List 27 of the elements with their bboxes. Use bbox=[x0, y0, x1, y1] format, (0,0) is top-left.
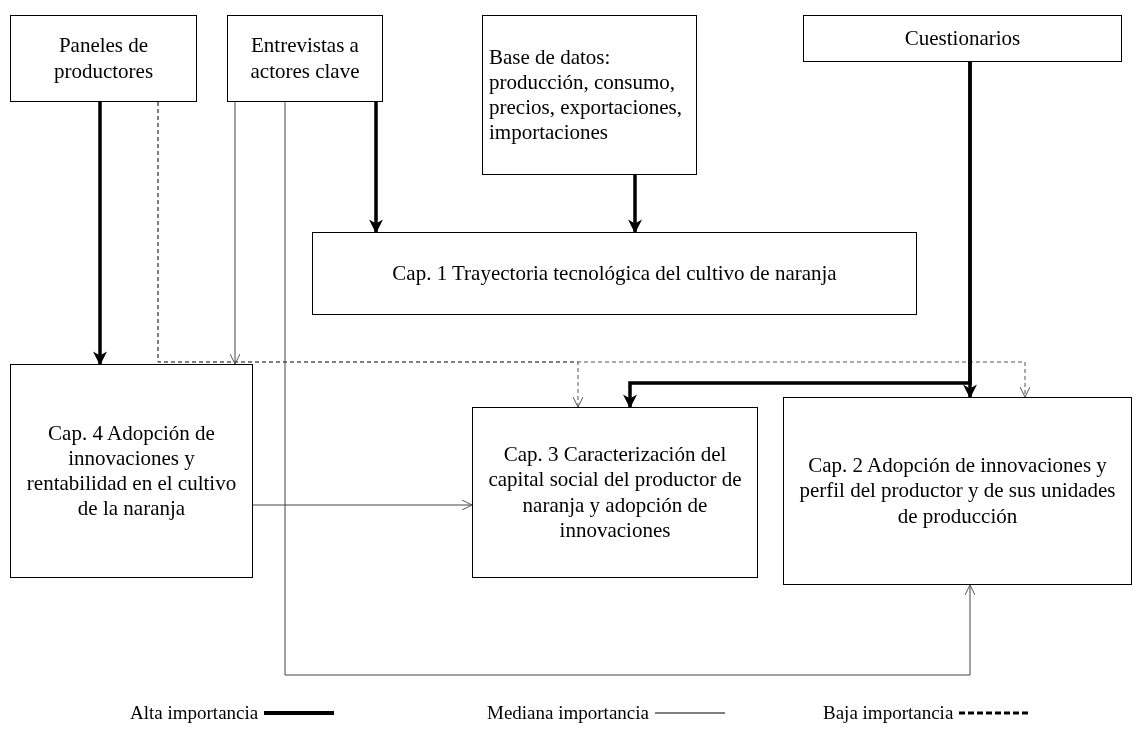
process-box bbox=[10, 364, 253, 578]
process-box bbox=[10, 15, 197, 102]
arrow bbox=[628, 175, 642, 234]
process-box bbox=[482, 15, 697, 175]
process-box bbox=[783, 397, 1132, 585]
box-label: Base de datos: producción, consumo, precios, exportaciones, importaciones bbox=[489, 44, 683, 146]
arrow bbox=[157, 101, 1031, 398]
arrow bbox=[369, 102, 383, 234]
process-box bbox=[803, 15, 1122, 62]
arrow bbox=[623, 62, 972, 409]
process-box bbox=[227, 15, 383, 102]
box-label: Cap. 3 Caracterización del capital social del productor de naranja y adopción de innovaciones bbox=[487, 442, 743, 543]
arrow bbox=[229, 101, 241, 365]
box-label: Cap. 4 Adopción de innovaciones y rentabilidad en el cultivo de la naranja bbox=[25, 420, 238, 522]
legend-label: Alta importancia bbox=[130, 702, 259, 724]
arrow bbox=[284, 101, 976, 676]
box-label: Entrevistas a actores clave bbox=[249, 33, 361, 84]
box-label: Cap. 2 Adopción de innovaciones y perfil del productor y de sus unidades de producción bbox=[798, 453, 1117, 529]
legend-label: Mediana importancia bbox=[487, 702, 649, 724]
box-label: Cap. 1 Trayectoria tecnológica del cultivo de naranja bbox=[392, 260, 837, 287]
box-label: Cuestionarios bbox=[904, 25, 1021, 52]
arrow bbox=[93, 102, 107, 366]
arrow bbox=[252, 499, 473, 511]
legend-label: Baja importancia bbox=[823, 702, 954, 724]
process-box bbox=[312, 232, 917, 315]
box-label: Paneles de productores bbox=[52, 33, 155, 84]
process-box bbox=[472, 407, 758, 578]
